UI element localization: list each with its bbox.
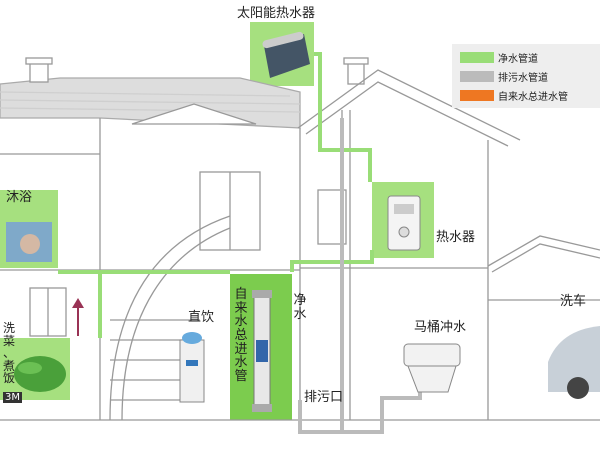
vegetables-icon	[14, 356, 66, 392]
solar-heater-icon	[262, 31, 310, 78]
legend-item-drain: 排污水管道	[460, 69, 548, 84]
main-pipe-char: 水	[234, 314, 248, 330]
solar-label: 太阳能热水器	[237, 6, 316, 21]
legend-label: 自来水总进水管	[498, 91, 568, 103]
clean-char: 水	[293, 306, 307, 322]
main-pipe-char: 自	[234, 287, 248, 302]
drinking-label: 直饮	[188, 310, 215, 325]
water-heater-label: 热水器	[436, 230, 476, 245]
main-pipe-char: 管	[234, 368, 248, 384]
legend-label: 排污水管道	[498, 72, 548, 84]
legend-item-main: 自来水总进水管	[460, 88, 568, 103]
up-arrow-icon	[72, 298, 84, 336]
filter-badge: 3M	[3, 392, 22, 403]
legend: 净水管道 排污水管道 自来水总进水管	[452, 44, 600, 108]
toilet-label: 马桶冲水	[414, 320, 467, 335]
house-outline	[0, 57, 600, 421]
drain-pipes	[298, 118, 422, 434]
shower-label: 沐浴	[6, 190, 33, 205]
car-wash-label: 洗车	[560, 294, 587, 309]
main-pipe-label: 自 来 水 总 进 水 管	[232, 288, 250, 383]
wash-cook-char: 饭	[2, 371, 15, 386]
wash-cook-char: 洗	[2, 321, 15, 335]
wash-cook-char: 、	[2, 346, 15, 361]
shower-icon	[6, 222, 52, 262]
legend-label: 净水管道	[498, 53, 538, 65]
clean-char: 净	[293, 293, 307, 308]
wash-cook-char: 菜	[2, 333, 15, 348]
clean-water-pipes	[58, 52, 374, 338]
clean-water-label: 净 水	[292, 294, 308, 321]
legend-item-clean: 净水管道	[460, 50, 538, 65]
legend-swatch	[460, 51, 494, 63]
legend-swatch	[460, 89, 494, 101]
main-pipe-char: 进	[234, 341, 248, 357]
water-dispenser-icon	[179, 332, 205, 403]
legend-swatch	[460, 70, 494, 82]
main-pipe-char: 来	[234, 300, 248, 316]
water-filter-icon	[252, 290, 272, 412]
water-heater-icon	[387, 195, 421, 251]
main-pipe-char: 水	[234, 355, 248, 371]
wash-cook-char: 煮	[2, 358, 15, 373]
wash-cook-label: 洗 菜 、 煮 饭	[1, 322, 17, 385]
main-pipe-char: 总	[234, 327, 248, 343]
car-icon	[548, 326, 600, 399]
drain-label: 排污口	[304, 390, 344, 405]
toilet-icon	[403, 343, 461, 393]
